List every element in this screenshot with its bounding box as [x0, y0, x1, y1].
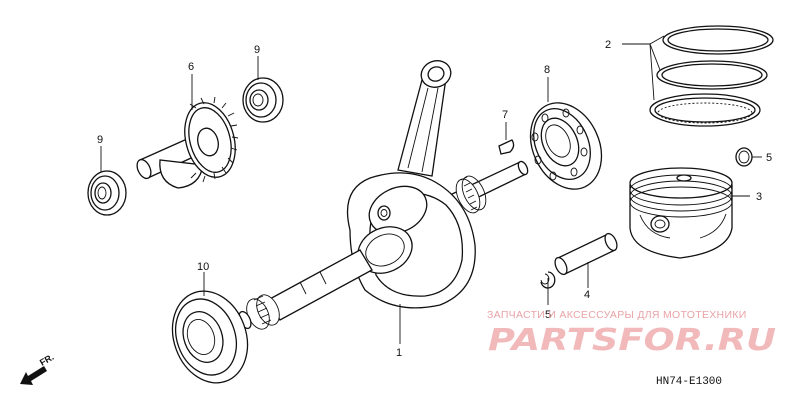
front-label: FR. [38, 352, 56, 368]
callout-3: 3 [756, 191, 762, 203]
leader-lines [100, 35, 762, 344]
callout-9-top: 9 [254, 44, 260, 56]
watermark-text: ЗАПЧАСТИ И АКСЕССУАРЫ ДЛЯ МОТОТЕХНИКИ [487, 309, 747, 321]
callout-5-bottom: 5 [545, 309, 551, 321]
watermark-logo: PARTSFOR.RU [488, 323, 776, 358]
callout-10: 10 [197, 261, 209, 273]
piston-pin-clip-right [735, 147, 753, 167]
bearing-9-left [87, 170, 127, 216]
crankshaft [238, 60, 529, 330]
watermark: ЗАПЧАСТИ И АКСЕССУАРЫ ДЛЯ МОТОТЕХНИКИ PA… [487, 309, 776, 358]
callout-5-right: 5 [766, 152, 772, 164]
woodruff-key [498, 139, 515, 155]
bearing-10 [171, 290, 249, 384]
piston [629, 167, 733, 259]
arrow-down-left-icon [20, 366, 47, 385]
callout-1: 1 [396, 347, 402, 359]
callout-7: 7 [502, 109, 508, 121]
bearing-8 [529, 102, 603, 190]
piston-pin [554, 232, 618, 276]
front-direction-indicator: FR. [20, 352, 56, 385]
callout-4: 4 [584, 289, 590, 301]
balancer-shaft [136, 96, 239, 189]
bearing-9-top [242, 77, 284, 123]
callout-8: 8 [544, 64, 550, 76]
piston-rings [649, 25, 774, 127]
diagram-code: HN74-E1300 [656, 376, 722, 388]
callout-9-left: 9 [97, 134, 103, 146]
callout-6: 6 [188, 61, 194, 73]
callout-2: 2 [605, 39, 611, 51]
